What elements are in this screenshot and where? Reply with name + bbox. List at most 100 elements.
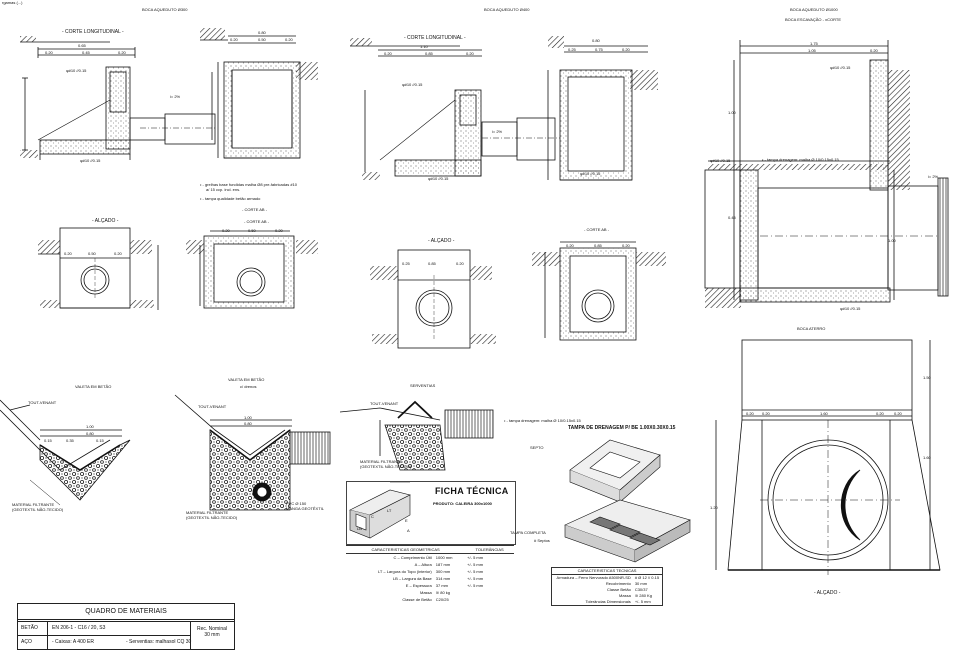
d1000-alc-vdim-1: 1.60 <box>923 455 931 460</box>
d400-rebar-2: φ#10 //0.15 <box>580 171 601 176</box>
geo-cell-name: C – Comprimento Útil <box>393 555 432 560</box>
title-boca-d300: BOCA AQUEDUTO Ø300 <box>142 7 188 12</box>
geo-cell-value: C20/25 <box>435 597 449 602</box>
valeta2-dim-0: 1.00 <box>244 415 252 420</box>
d300-corte-ab-label-2: - CORTE AB - <box>244 219 270 224</box>
d400-alcado-label: - ALÇADO - <box>428 238 455 244</box>
d400-cross-section <box>547 36 658 181</box>
quadro-betao-value: EN 206-1 - C16 / 20, S3 <box>52 625 106 631</box>
serventias-label: TOUT-VENANT <box>370 401 399 406</box>
d1000-note: • - tampa drenagem: malha Ø 10/0.15x0.15 <box>762 157 839 162</box>
geo-cell-tol: +/- 5 mm <box>467 555 484 560</box>
d400-cab-dim-0: 0.20 <box>566 243 574 248</box>
d300-cab-dim-2: 0.20 <box>275 228 283 233</box>
title-boca-d1000: BOCA AQUEDUTO Ø1000 <box>790 7 838 12</box>
ficha-title: FICHA TÉCNICA <box>435 486 509 496</box>
geo-cell-tol: +/- 5 mm <box>467 569 484 574</box>
geometric-characteristics-table: CARACTERISTICAS GEOMETRICAS TOLERÂNCIAS … <box>346 545 514 603</box>
tampa-completa-sub: # Septos <box>534 538 550 543</box>
d300-ab-dim-0: 0.80 <box>258 30 266 35</box>
valeta-dim-3: 0.35 <box>66 438 74 443</box>
valeta2-drain-sub: MANGA GEOTÊXTIL <box>286 506 325 511</box>
quadro-aco-value: - Caixas: A 400 ER <box>52 639 94 645</box>
valeta-dim-2: 0.15 <box>44 438 52 443</box>
tech-header: CARACTERISTICAS TECNICAS <box>551 567 663 575</box>
valeta-betao-drawing <box>0 399 131 506</box>
tech-cell-value: +/- 5 mm <box>634 599 651 604</box>
geo-header-tol: TOLERÂNCIAS <box>465 545 514 554</box>
ficha-dim-lt: LT <box>387 508 392 513</box>
valeta-betao-title: VALETA EM BETÃO <box>75 384 112 389</box>
geo-cell-value: 1000 mm <box>435 555 453 560</box>
d300-corte-ab-label: - CORTE AB - <box>242 207 268 212</box>
d1000-slope: i= 2% <box>928 174 939 179</box>
d1000-alc-dim-3: 0.20 <box>876 411 884 416</box>
d1000-alc-dim-2: 1.60 <box>820 411 828 416</box>
d300-longitudinal-section <box>20 36 216 160</box>
d1000-alc-dim-0: 0.20 <box>746 411 754 416</box>
d300-elevation <box>38 227 159 310</box>
d400-alc-dim-2: 0.20 <box>456 261 464 266</box>
valeta-dim-0: 1.00 <box>86 424 94 429</box>
geo-row: LT – Largura do Topo (interior)300 mm+/-… <box>346 568 514 575</box>
geo-cell-tol: +/- 5 mm <box>467 576 484 581</box>
corner-text: rgamas (...) <box>2 0 23 5</box>
geo-cell-tol: +/- 5 mm <box>467 562 484 567</box>
d400-cab-dim-1: 0.85 <box>594 243 602 248</box>
serventias-note: • - tampa drenagem: malha Ø 10/0.15x0.15 <box>504 418 581 423</box>
valeta-filter-label: MATERIAL FILTRANTE <box>12 502 55 507</box>
geo-cell-tol: +/- 5 mm <box>467 583 484 588</box>
tampa-title: TAMPA DE DRENAGEM P/ BE 1.00X0.30X0.15 <box>568 425 676 431</box>
d400-ab-dim-1: 0.25 <box>568 47 576 52</box>
d400-dim-2: 0.85 <box>425 51 433 56</box>
technical-characteristics-table: CARACTERISTICAS TECNICAS Armadura – Ferr… <box>551 567 663 606</box>
ficha-dim-c: C <box>371 514 374 519</box>
d1000-alc-dim-4: 0.20 <box>894 411 902 416</box>
serventias-title: SERVENTIAS <box>410 383 436 388</box>
d300-dim-2: 0.45 <box>82 50 90 55</box>
d400-elevation <box>370 249 496 349</box>
d400-rebar-0: φ#10 //0.15 <box>402 82 423 87</box>
ficha-product: PRODUTO: CALEIRA 300x1000 <box>433 501 492 506</box>
valeta-fill-label: TOUT-VENANT <box>28 400 57 405</box>
caleira-drawing <box>349 481 411 539</box>
serventias-filter-sub: (GEOTEXTIL NÃO-TECIDO) <box>360 464 412 469</box>
ficha-dim-a: A <box>407 528 410 533</box>
tech-cell-name: Classe Betão <box>607 587 631 592</box>
d300-dim-1: 0.20 <box>45 50 53 55</box>
d400-slope: i= 2% <box>492 129 503 134</box>
d400-alc-dim-0: 0.25 <box>402 261 410 266</box>
quadro-rec-label: Rec. Nominal <box>196 626 227 632</box>
geo-header-row: CARACTERISTICAS GEOMETRICAS TOLERÂNCIAS <box>346 545 514 554</box>
d1000-dim-2: 0.20 <box>870 48 878 53</box>
valeta2-fill-label: TOUT-VENANT <box>198 404 227 409</box>
tech-cell-name: Tolerâncias Dimensionais <box>585 599 631 604</box>
d400-dim-1: 0.20 <box>384 51 392 56</box>
geo-cell-name: E – Espessura <box>405 583 432 588</box>
tech-row: Tolerâncias Dimensionais+/- 5 mm <box>552 599 663 606</box>
d400-section-ab <box>532 241 666 341</box>
geo-header-main: CARACTERISTICAS GEOMETRICAS <box>346 545 466 554</box>
quadro-divider-2 <box>18 635 190 636</box>
quadro-divider-3 <box>47 621 48 649</box>
d1000-alc-vdim-0: 1.50 <box>923 375 931 380</box>
quadro-rec-value: 30 mm <box>204 632 220 638</box>
d400-cab-dim-2: 0.20 <box>622 243 630 248</box>
d300-dim-3: 0.20 <box>118 50 126 55</box>
d400-dim-3: 0.20 <box>466 51 474 56</box>
tech-cell-name: Recobrimento <box>605 581 631 586</box>
d400-ab-dim-0: 0.80 <box>592 38 600 43</box>
d300-note-0: • - grelhas base fundidas malha Ø8 pre-f… <box>200 182 298 187</box>
d300-rebar-1: φ#10 //0.15 <box>80 158 101 163</box>
d400-dim-0: 1.10 <box>420 44 428 49</box>
d300-cab-dim-1: 0.50 <box>248 228 256 233</box>
d300-corte-long-label: - CORTE LONGITUDINAL - <box>62 29 124 35</box>
quadro-divider-1 <box>18 621 234 622</box>
d400-ab-dim-3: 0.20 <box>622 47 630 52</box>
tech-cell-name: Massa <box>619 593 631 598</box>
tech-cell-value: # Ø 12 // 0.15 <box>634 575 660 580</box>
